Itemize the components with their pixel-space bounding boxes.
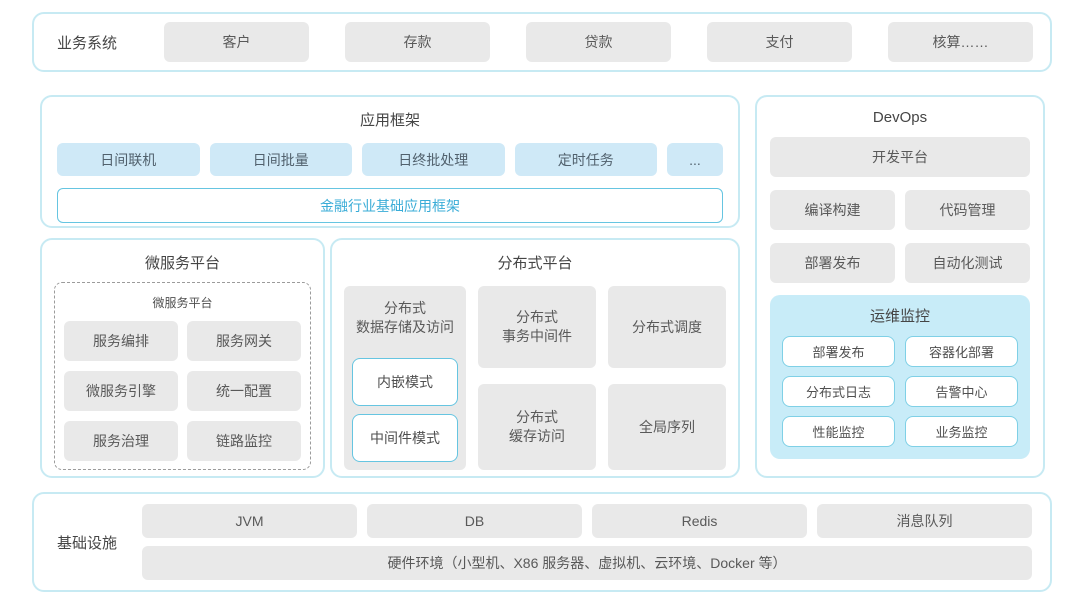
monitor-item-alert-center: 告警中心 — [905, 376, 1018, 407]
business-item-payment: 支付 — [707, 22, 852, 62]
devops-item-deploy-release: 部署发布 — [770, 243, 895, 283]
micro-item-service-orchestration: 服务编排 — [64, 321, 178, 361]
section-devops: DevOps 开发平台 编译构建 代码管理 部署发布 自动化测试 运维监控 部署… — [755, 95, 1045, 478]
dev-platform-box: 开发平台 — [770, 137, 1030, 177]
distributed-scheduling: 分布式调度 — [608, 286, 726, 368]
section-app-framework: 应用框架 日间联机 日间批量 日终批处理 定时任务 ... 金融行业基础应用框架 — [40, 95, 740, 228]
monitor-item-distributed-log: 分布式日志 — [782, 376, 895, 407]
distributed-transaction-middleware: 分布式 事务中间件 — [478, 286, 596, 368]
business-item-customer: 客户 — [164, 22, 309, 62]
infra-item-db: DB — [367, 504, 582, 538]
infra-item-message-queue: 消息队列 — [817, 504, 1032, 538]
section-infrastructure: 基础设施 JVM DB Redis 消息队列 硬件环境（小型机、X86 服务器、… — [32, 492, 1052, 592]
ops-monitor-grid: 部署发布 容器化部署 分布式日志 告警中心 性能监控 业务监控 — [782, 336, 1018, 447]
business-item-loan: 贷款 — [526, 22, 671, 62]
monitor-item-business-monitor: 业务监控 — [905, 416, 1018, 447]
microservice-inner-panel: 微服务平台 服务编排 服务网关 微服务引擎 统一配置 服务治理 链路监控 — [54, 282, 311, 470]
distributed-middle-column: 分布式 事务中间件 分布式 缓存访问 — [478, 286, 596, 470]
financial-base-framework: 金融行业基础应用框架 — [57, 188, 723, 223]
microservice-platform-title: 微服务平台 — [144, 255, 220, 272]
micro-item-service-governance: 服务治理 — [64, 421, 178, 461]
ops-monitor-panel: 运维监控 部署发布 容器化部署 分布式日志 告警中心 性能监控 业务监控 — [770, 295, 1030, 459]
business-item-accounting: 核算…… — [888, 22, 1033, 62]
infrastructure-label: 基础设施 — [56, 534, 117, 552]
section-business-systems: 业务系统 客户 存款 贷款 支付 核算…… — [32, 12, 1052, 72]
ops-monitor-title: 运维监控 — [869, 308, 930, 325]
app-framework-title: 应用框架 — [359, 112, 420, 129]
monitor-item-containerized-deploy: 容器化部署 — [905, 336, 1018, 367]
infrastructure-row: JVM DB Redis 消息队列 — [142, 504, 1032, 538]
distributed-cache-access: 分布式 缓存访问 — [478, 384, 596, 470]
hardware-environment-box: 硬件环境（小型机、X86 服务器、虚拟机、云环境、Docker 等） — [142, 546, 1032, 580]
microservice-inner-title: 微服务平台 — [152, 296, 213, 310]
distributed-data-storage-title: 分布式 数据存储及访问 — [356, 300, 454, 335]
distributed-body: 分布式 数据存储及访问 内嵌模式 中间件模式 分布式 事务中间件 分布式 缓存访… — [344, 286, 726, 470]
devops-grid: 编译构建 代码管理 部署发布 自动化测试 — [770, 190, 1030, 283]
app-framework-row: 日间联机 日间批量 日终批处理 定时任务 ... — [57, 143, 723, 176]
distributed-platform-title: 分布式平台 — [497, 255, 573, 272]
devops-item-code-management: 代码管理 — [905, 190, 1030, 230]
infrastructure-body: JVM DB Redis 消息队列 硬件环境（小型机、X86 服务器、虚拟机、云… — [142, 504, 1032, 580]
app-item-more: ... — [667, 143, 723, 176]
monitor-item-deploy-release: 部署发布 — [782, 336, 895, 367]
micro-item-trace-monitor: 链路监控 — [187, 421, 301, 461]
devops-item-compile-build: 编译构建 — [770, 190, 895, 230]
micro-item-microservice-engine: 微服务引擎 — [64, 371, 178, 411]
app-item-daytime-batch: 日间批量 — [209, 143, 352, 176]
distributed-right-column: 分布式调度 全局序列 — [608, 286, 726, 470]
business-systems-label: 业务系统 — [56, 34, 117, 52]
infra-item-redis: Redis — [592, 504, 807, 538]
monitor-item-performance-monitor: 性能监控 — [782, 416, 895, 447]
app-item-eod-batch: 日终批处理 — [362, 143, 505, 176]
app-item-daytime-online: 日间联机 — [57, 143, 200, 176]
devops-item-automated-test: 自动化测试 — [905, 243, 1030, 283]
embedded-mode-box: 内嵌模式 — [352, 357, 458, 406]
global-sequence: 全局序列 — [608, 384, 726, 470]
section-microservice-platform: 微服务平台 微服务平台 服务编排 服务网关 微服务引擎 统一配置 服务治理 链路… — [40, 238, 325, 478]
app-item-scheduled-task: 定时任务 — [514, 143, 657, 176]
business-item-deposit: 存款 — [345, 22, 490, 62]
section-distributed-platform: 分布式平台 分布式 数据存储及访问 内嵌模式 中间件模式 分布式 事务中间件 分… — [330, 238, 740, 478]
infra-item-jvm: JVM — [142, 504, 357, 538]
micro-item-service-gateway: 服务网关 — [187, 321, 301, 361]
distributed-data-storage-group: 分布式 数据存储及访问 内嵌模式 中间件模式 — [344, 286, 466, 470]
micro-item-unified-config: 统一配置 — [187, 371, 301, 411]
middleware-mode-box: 中间件模式 — [352, 413, 458, 462]
microservice-grid: 服务编排 服务网关 微服务引擎 统一配置 服务治理 链路监控 — [64, 321, 301, 461]
devops-title: DevOps — [872, 109, 928, 126]
